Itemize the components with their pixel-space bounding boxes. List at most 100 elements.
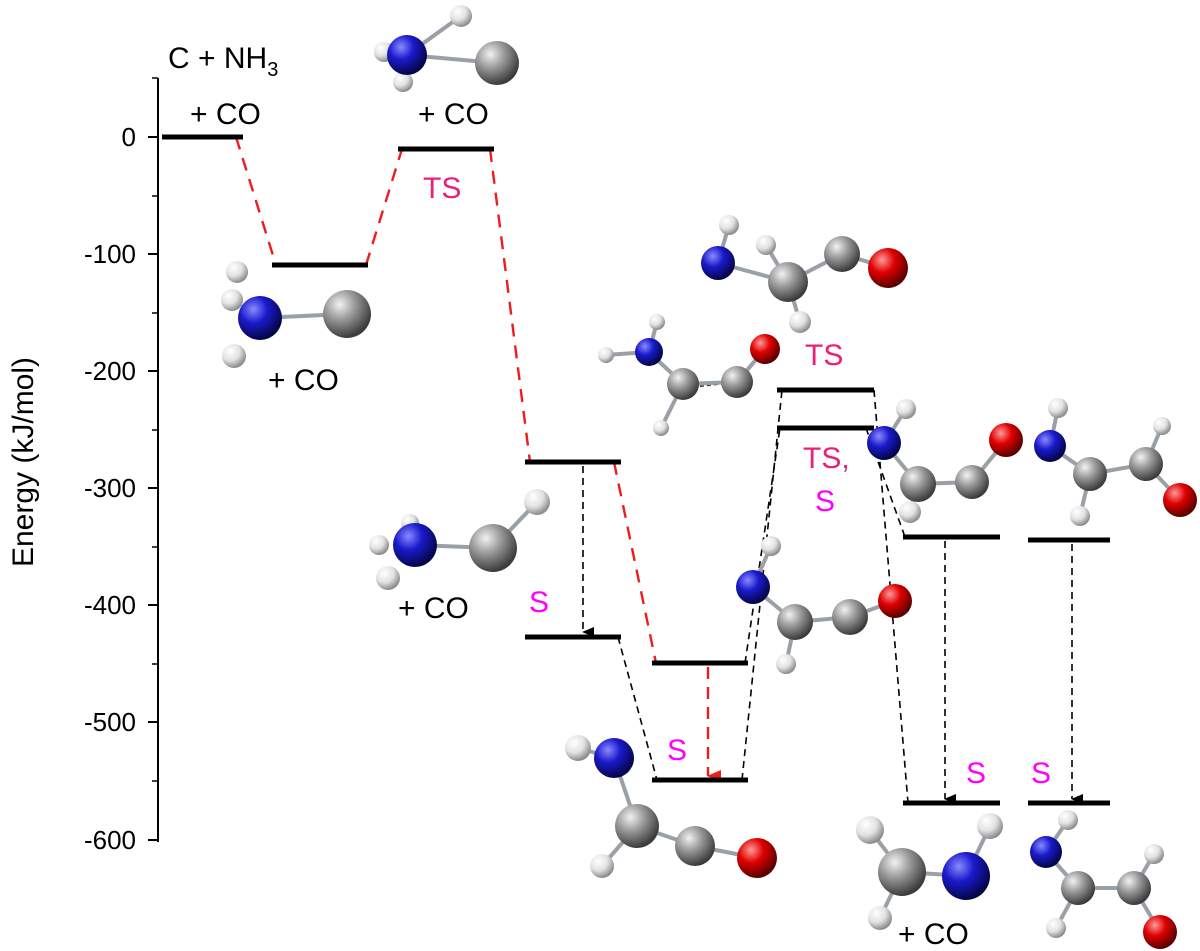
- molecule-prod-b: [1034, 398, 1197, 526]
- atom-h: [1046, 918, 1066, 938]
- atom-h: [896, 399, 916, 419]
- atom-n: [387, 35, 427, 75]
- atom-h: [761, 536, 781, 556]
- red-connectors: [234, 136, 658, 664]
- molecule-complex: [221, 261, 371, 368]
- tick-label-minus500: -500: [84, 707, 136, 737]
- reactant-subscript: 3: [267, 59, 278, 81]
- ts1-tag: TS: [423, 172, 461, 205]
- connector-lower-to-ts-lower: [744, 427, 781, 664]
- atom-n: [867, 426, 901, 460]
- atom-c: [1129, 447, 1163, 481]
- atom-h: [376, 566, 400, 590]
- atom-o: [989, 423, 1023, 457]
- atom-o: [1163, 483, 1197, 517]
- atom-c: [615, 804, 659, 848]
- atom-h: [977, 813, 1003, 839]
- atom-h: [1058, 810, 1078, 830]
- molecule-imine: [856, 813, 1003, 930]
- minor-ticks: [152, 77, 158, 782]
- atom-h: [1144, 844, 1164, 864]
- tick-label-minus300: -300: [84, 473, 136, 503]
- atom-n: [594, 738, 634, 778]
- atom-h: [1070, 506, 1090, 526]
- atom-o: [737, 838, 777, 878]
- tick-label-minus100: -100: [84, 239, 136, 269]
- ts-lower-tag-line2: S: [815, 485, 835, 518]
- atom-c: [475, 41, 519, 85]
- atom-h: [524, 489, 550, 515]
- atom-h: [719, 215, 739, 235]
- atom-c: [1073, 457, 1107, 491]
- molecule-prod-a: [867, 399, 1023, 523]
- molecule-imine-b: [1030, 810, 1177, 949]
- atom-c: [832, 599, 868, 635]
- molecule-lower: [736, 536, 912, 674]
- atom-o: [868, 248, 908, 288]
- tick-label-minus200: -200: [84, 356, 136, 386]
- atom-n: [942, 852, 990, 900]
- atom-h: [899, 501, 921, 523]
- atom-c: [469, 524, 517, 572]
- atom-o: [878, 584, 912, 618]
- atom-h: [789, 311, 811, 333]
- ts-upper-tag: TS: [805, 339, 843, 372]
- major-ticks: [148, 136, 158, 841]
- molecule-intermediate: [369, 489, 550, 590]
- atom-h: [369, 535, 389, 555]
- atom-h: [1153, 417, 1171, 435]
- atom-n: [1034, 430, 1066, 462]
- tick-label-minus600: -600: [84, 825, 136, 855]
- atom-h: [598, 347, 614, 363]
- atom-c: [878, 848, 926, 896]
- s-tag-b: S: [667, 734, 687, 767]
- atom-o: [750, 334, 780, 364]
- molecule-ts-upper: [701, 215, 908, 333]
- atom-h: [868, 906, 892, 930]
- s-tag-a: S: [529, 586, 549, 619]
- reactant-label-line1: C + NH3: [168, 42, 278, 81]
- energy-axis: 0 -100 -200 -300 -400 -500 -600 Energy (…: [7, 77, 159, 855]
- atom-h: [393, 72, 413, 92]
- atom-c: [777, 604, 813, 640]
- intermediate-plus-co-label: + CO: [398, 592, 469, 625]
- atom-c: [824, 236, 860, 272]
- tick-label-minus400: -400: [84, 590, 136, 620]
- atom-h: [776, 654, 796, 674]
- energy-levels: [162, 134, 1110, 806]
- connector-intermediate-to-lower: [612, 461, 658, 664]
- atom-n: [635, 338, 663, 366]
- atom-h: [649, 314, 665, 330]
- molecule-ts1: [374, 5, 519, 92]
- connector-ts-lower-to-prod-a: [865, 427, 906, 538]
- atom-n: [238, 296, 282, 340]
- atom-h: [856, 816, 884, 844]
- atom-c: [667, 368, 699, 400]
- connector-complex-to-ts: [364, 148, 404, 266]
- atom-c: [1117, 871, 1151, 905]
- s-tag-c: S: [966, 757, 986, 790]
- atom-h: [756, 235, 776, 255]
- atom-c: [323, 290, 371, 338]
- atom-h: [221, 289, 243, 311]
- connector-reactant-to-complex: [234, 136, 278, 266]
- atom-h: [1048, 398, 1068, 418]
- ts1-plus-co-label: + CO: [418, 98, 489, 131]
- text-labels: C + NH3 + CO + CO + CO + CO + CO TS TS T…: [168, 42, 1051, 951]
- atom-o: [1143, 915, 1177, 949]
- atom-h: [226, 261, 248, 283]
- complex-plus-co-label: + CO: [268, 364, 339, 397]
- atom-h: [653, 420, 669, 436]
- atom-c: [768, 262, 808, 302]
- atom-h: [222, 344, 246, 368]
- atom-n: [701, 246, 735, 280]
- atom-h: [450, 5, 472, 27]
- axis-title: Energy (kJ/mol): [7, 357, 40, 567]
- tick-label-0: 0: [122, 122, 136, 152]
- atom-n: [393, 523, 437, 567]
- connector-s-to-ketenimine: [617, 636, 658, 781]
- atom-c: [721, 366, 753, 398]
- ts-lower-tag-line1: TS,: [803, 442, 850, 475]
- atom-h: [590, 854, 614, 878]
- atom-c: [955, 465, 989, 499]
